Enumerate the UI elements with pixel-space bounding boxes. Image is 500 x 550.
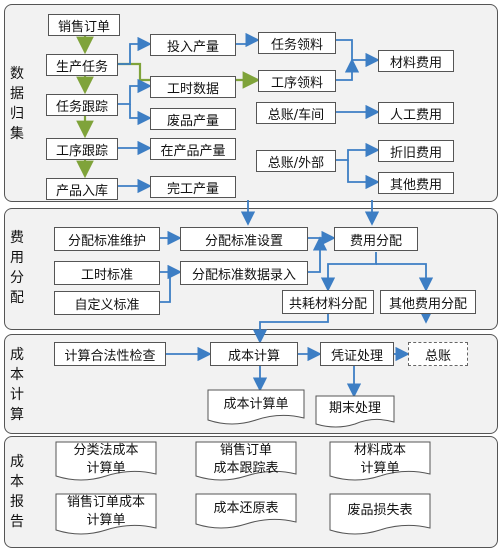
box-standard-setting: 分配标准设置 [180, 227, 308, 251]
box-other-cost: 其他费用 [378, 172, 454, 194]
doc-cost-calc-sheet: 成本计算单 [208, 396, 304, 414]
box-cost-allocation: 费用分配 [334, 227, 418, 251]
doc-category-sheet: 分类法成本 计算单 [56, 442, 156, 478]
box-standard-data-entry: 分配标准数据录入 [180, 261, 308, 285]
doc-shape-period-end [315, 395, 395, 428]
box-input-output: 投入产量 [150, 34, 236, 56]
doc-text-line2: 成本跟踪表 [213, 461, 279, 476]
box-shared-material-alloc: 共耗材料分配 [282, 290, 374, 314]
box-gl-external: 总账/外部 [256, 150, 336, 172]
doc-text-line1: 分类法成本 [73, 443, 139, 458]
doc-period-end: 期末处理 [316, 400, 394, 418]
band-label-data-collection: 数据归集 [10, 66, 24, 142]
box-work-hour-standard: 工时标准 [54, 261, 160, 285]
box-product-storage: 产品入库 [46, 178, 118, 200]
band-label-cost-allocation: 费用分配 [10, 230, 24, 306]
doc-text-line1: 销售订单成本 [66, 495, 145, 510]
box-task-material: 任务领料 [258, 32, 336, 54]
doc-text-line2: 计算单 [86, 513, 126, 528]
box-work-hours-data: 工时数据 [150, 76, 236, 98]
band-label-cost-calculation: 成本计算 [10, 347, 24, 423]
doc-scrap-loss: 废品损失表 [330, 502, 430, 520]
doc-shape-category-sheet [55, 441, 157, 481]
doc-shape-sales-order-sheet [55, 493, 157, 535]
box-labor-cost: 人工费用 [378, 102, 454, 124]
doc-text-line1: 销售订单 [219, 443, 272, 458]
doc-text: 成本计算单 [223, 397, 289, 412]
box-production-task: 生产任务 [46, 54, 118, 76]
box-scrap-output: 废品产量 [150, 108, 236, 130]
doc-text-line1: 材料成本 [353, 443, 406, 458]
doc-cost-restore: 成本还原表 [196, 500, 296, 518]
doc-shape-material-sheet [329, 441, 431, 481]
box-material-cost: 材料费用 [378, 50, 454, 72]
box-other-cost-alloc: 其他费用分配 [380, 290, 476, 314]
doc-text: 废品损失表 [347, 503, 413, 518]
doc-sales-tracking: 销售订单 成本跟踪表 [196, 442, 296, 478]
box-wip-output: 在产品产量 [150, 138, 236, 160]
box-legality-check: 计算合法性检查 [54, 342, 166, 366]
doc-shape-cost-calc-sheet [207, 389, 305, 425]
doc-shape-cost-restore [195, 493, 297, 529]
box-gl-workshop: 总账/车间 [256, 102, 336, 124]
box-finished-output: 完工产量 [150, 176, 236, 198]
box-voucher-process: 凭证处理 [320, 342, 394, 366]
box-depreciation-cost: 折旧费用 [378, 140, 454, 162]
box-sales-order: 销售订单 [48, 14, 120, 36]
doc-material-sheet: 材料成本 计算单 [330, 442, 430, 478]
box-general-ledger: 总账 [408, 342, 468, 366]
doc-text: 期末处理 [328, 401, 381, 416]
box-cost-calc: 成本计算 [210, 342, 298, 366]
box-process-tracking: 工序跟踪 [46, 138, 118, 160]
box-process-material: 工序领料 [258, 70, 336, 92]
box-task-tracking: 任务跟踪 [46, 94, 118, 116]
box-standard-maintain: 分配标准维护 [54, 227, 160, 251]
doc-text-line2: 计算单 [360, 461, 400, 476]
box-custom-standard: 自定义标准 [54, 291, 160, 315]
doc-sales-order-sheet: 销售订单成本 计算单 [56, 494, 156, 530]
band-label-cost-report: 成本报告 [10, 454, 24, 530]
doc-shape-scrap-loss [329, 493, 431, 535]
doc-shape-sales-tracking [195, 441, 297, 481]
doc-text: 成本还原表 [213, 501, 279, 516]
doc-text-line2: 计算单 [86, 461, 126, 476]
